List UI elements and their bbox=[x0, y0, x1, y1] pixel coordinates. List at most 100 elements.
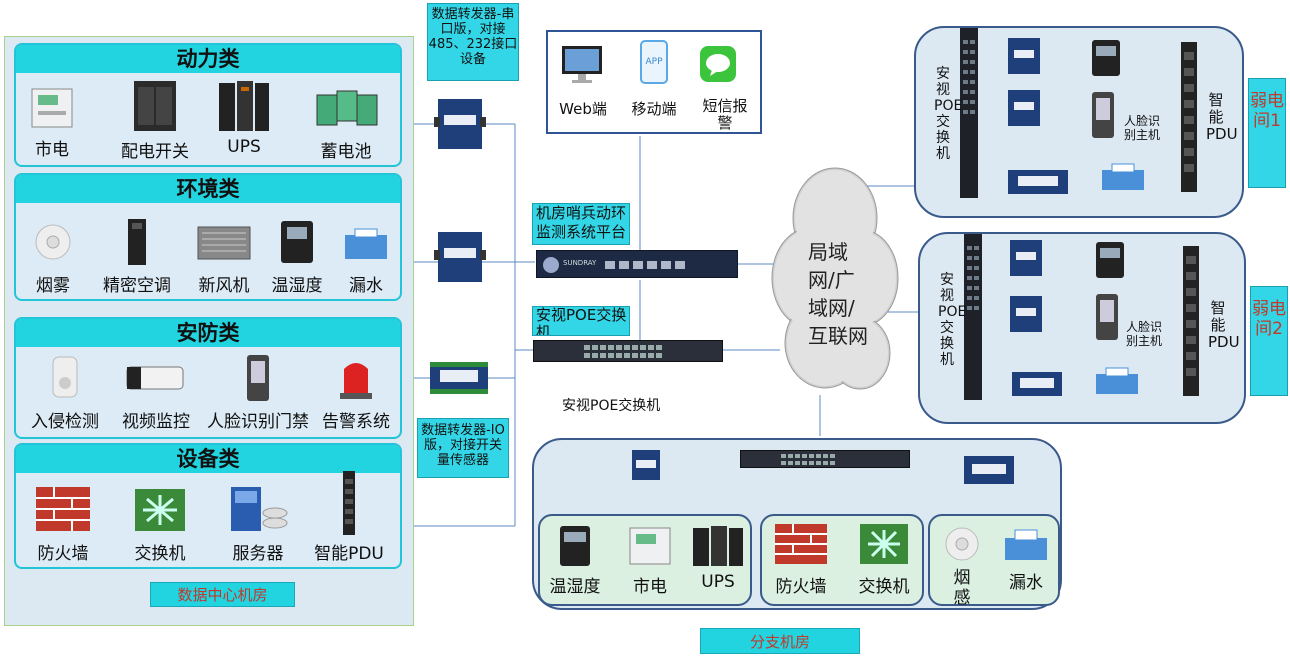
platform-logo-icon bbox=[543, 257, 559, 273]
branch-io-converter-icon bbox=[964, 456, 1014, 484]
platform-brand: SUNDRAY bbox=[563, 259, 597, 267]
temp-humidity-device: 温湿度 bbox=[264, 217, 330, 296]
room1-switch-label: 安视POE交换机 bbox=[934, 66, 963, 162]
video-label: 视频监控 bbox=[122, 412, 190, 432]
branch-meter-icon bbox=[629, 527, 671, 565]
branch-switch-ports bbox=[781, 454, 835, 465]
utility-power-device: 市电 bbox=[22, 85, 82, 160]
branch-temp-humidity: 温湿度 bbox=[542, 524, 608, 597]
precision-ac-device: 精密空调 bbox=[94, 217, 180, 296]
air-conditioner-icon bbox=[128, 219, 146, 265]
cabinet-icon bbox=[134, 81, 176, 131]
room1-temp-sensor-icon bbox=[1092, 40, 1120, 76]
branch-network-switch-icon bbox=[860, 524, 908, 564]
smoke-label: 烟雾 bbox=[36, 276, 70, 296]
branch-smoke-detector-icon bbox=[945, 527, 979, 561]
intrusion-label: 入侵检测 bbox=[31, 412, 99, 432]
room1-io-converter-icon bbox=[1008, 170, 1068, 194]
temp-humidity-label: 温湿度 bbox=[271, 276, 323, 296]
smart-pdu-label: 智能PDU bbox=[314, 544, 384, 564]
room1-converter-b-icon bbox=[1008, 90, 1040, 126]
branch-utility-power: 市电 bbox=[620, 524, 680, 597]
room2-face-label: 人脸识别主机 bbox=[1126, 320, 1163, 348]
ups-device: UPS bbox=[214, 79, 274, 157]
room2-converter-a-icon bbox=[1010, 240, 1042, 276]
poe-switch-ports bbox=[584, 345, 662, 358]
poe-switch-bubble: 安视POE交换机 bbox=[532, 306, 630, 336]
io-converter-note: 数据转发器-IO版，对接开关量传感器 bbox=[417, 418, 509, 478]
room2-poe-switch-icon bbox=[964, 234, 982, 400]
platform-ports bbox=[605, 261, 685, 269]
platform-bubble: 机房哨兵动环监测系统平台 bbox=[532, 203, 630, 245]
room1-water-leak-icon bbox=[1102, 163, 1144, 190]
firewall-device: 防火墙 bbox=[26, 483, 100, 564]
server-label: 服务器 bbox=[232, 544, 284, 564]
battery-device: 蓄电池 bbox=[306, 79, 386, 162]
branch-group-sensors: 烟感 漏水 bbox=[928, 514, 1060, 608]
network-label: 局域网/广域网/互联网 bbox=[808, 240, 868, 348]
ups-icon bbox=[219, 81, 269, 131]
firewall-icon bbox=[36, 487, 90, 531]
room2-switch-label: 安视POE交换机 bbox=[938, 272, 967, 368]
alarm-label: 告警系统 bbox=[322, 412, 390, 432]
water-leak-device: 漏水 bbox=[338, 217, 394, 296]
poe-switch-caption: 安视POE交换机 bbox=[562, 398, 661, 414]
branch-firewall: 防火墙 bbox=[766, 520, 836, 597]
room2-pdu-icon bbox=[1183, 246, 1199, 396]
smart-pdu-device: 智能PDU bbox=[306, 471, 392, 564]
branch-water-leak-label: 漏水 bbox=[1009, 573, 1043, 593]
fresh-air-device: 新风机 bbox=[192, 217, 256, 296]
branch-smoke: 烟感 bbox=[934, 524, 990, 608]
room2-face-terminal-icon bbox=[1096, 294, 1118, 340]
app-text: APP bbox=[645, 57, 663, 67]
water-leak-label: 漏水 bbox=[349, 276, 383, 296]
web-client-label: Web端 bbox=[559, 100, 607, 118]
room2-converter-b-icon bbox=[1010, 296, 1042, 332]
branch-ups-label: UPS bbox=[701, 572, 735, 592]
camera-icon bbox=[126, 366, 184, 390]
intrusion-device: 入侵检测 bbox=[20, 353, 110, 432]
alarm-device: 告警系统 bbox=[316, 353, 396, 432]
alarm-light-icon bbox=[340, 363, 372, 399]
mobile-app-icon: APP bbox=[640, 40, 668, 84]
branch-switch-device bbox=[740, 450, 910, 468]
room1-pdu-icon bbox=[1181, 42, 1197, 192]
branch-switch: 交换机 bbox=[848, 520, 920, 597]
branch-group-network: 防火墙 交换机 bbox=[760, 514, 924, 606]
precision-ac-label: 精密空调 bbox=[103, 276, 171, 296]
room1-face-terminal-icon bbox=[1092, 92, 1114, 138]
face-access-device: 人脸识别门禁 bbox=[200, 353, 316, 432]
branch-firewall-label: 防火墙 bbox=[775, 577, 827, 597]
room1-converter-a-icon bbox=[1008, 38, 1040, 74]
smoke-device: 烟雾 bbox=[26, 217, 80, 296]
branch-utility-label: 市电 bbox=[633, 577, 667, 597]
platform-server: SUNDRAY bbox=[536, 250, 738, 278]
firewall-label: 防火墙 bbox=[37, 544, 89, 564]
face-access-label: 人脸识别门禁 bbox=[207, 412, 309, 432]
pdu-icon bbox=[343, 471, 355, 535]
branch-group-power-env: 温湿度 市电 UPS bbox=[538, 514, 752, 606]
environment-category-title: 环境类 bbox=[16, 175, 400, 203]
serial-converter-note: 数据转发器-串口版，对接485、232接口设备 bbox=[427, 3, 519, 81]
branch-water-leak: 漏水 bbox=[996, 524, 1056, 593]
fresh-air-label: 新风机 bbox=[198, 276, 250, 296]
ups-label: UPS bbox=[227, 137, 261, 157]
branch-water-leak-icon bbox=[1005, 529, 1047, 560]
room2-temp-sensor-icon bbox=[1096, 242, 1124, 278]
branch-switch-label: 交换机 bbox=[858, 577, 910, 597]
branch-ups-icon bbox=[693, 526, 743, 566]
room2-io-converter-icon bbox=[1012, 372, 1062, 396]
power-category: 动力类 市电 配电开关 UPS 蓄电池 bbox=[14, 43, 402, 167]
room1-face-label: 人脸识别主机 bbox=[1124, 114, 1161, 142]
battery-label: 蓄电池 bbox=[320, 142, 372, 162]
room2-pdu-label: 智能PDU bbox=[1208, 299, 1240, 351]
security-category-title: 安防类 bbox=[16, 319, 400, 347]
sms-message-icon bbox=[700, 46, 736, 82]
power-category-title: 动力类 bbox=[16, 45, 400, 73]
network-cloud-icon bbox=[771, 167, 899, 390]
face-terminal-icon bbox=[247, 355, 269, 401]
security-category: 安防类 入侵检测 视频监控 人脸识别门禁 告警系统 bbox=[14, 317, 402, 439]
distribution-switch-device: 配电开关 bbox=[112, 79, 198, 162]
io-converter-icon bbox=[430, 362, 488, 394]
branch-temp-sensor-icon bbox=[560, 526, 590, 566]
